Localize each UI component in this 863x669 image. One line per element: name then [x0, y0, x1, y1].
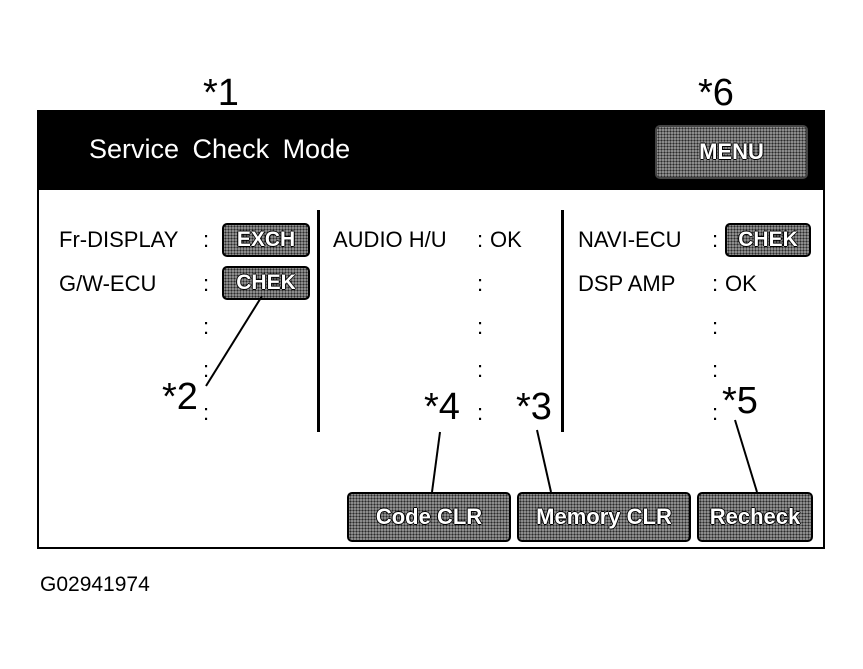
navi-ecu-label: NAVI-ECU	[578, 227, 682, 252]
middle-empty-colon: :	[477, 271, 484, 296]
code-clr-button[interactable]: Code CLR	[347, 492, 511, 542]
column-divider-right	[561, 210, 564, 432]
left-empty-colon: :	[203, 400, 210, 425]
dsp-amp-colon: :	[712, 271, 719, 296]
middle-empty-colon: :	[477, 357, 484, 382]
middle-empty-colon: :	[477, 314, 484, 339]
callout-2: *2	[162, 376, 198, 418]
audio-hu-status: OK	[490, 227, 522, 252]
service-check-screen: Service Check Mode MENU Fr-DISPLAY : EXC…	[37, 110, 825, 549]
callout-4: *4	[424, 386, 460, 428]
dsp-amp-status: OK	[725, 271, 757, 296]
right-empty-colon: :	[712, 357, 719, 382]
gw-ecu-label: G/W-ECU	[59, 271, 157, 296]
callout-6: *6	[698, 72, 734, 114]
callout-3: *3	[516, 386, 552, 428]
audio-hu-label: AUDIO H/U	[333, 227, 447, 252]
leader-line-5	[734, 419, 758, 493]
navi-ecu-colon: :	[712, 227, 719, 252]
leader-line-4	[431, 431, 441, 493]
right-empty-colon: :	[712, 314, 719, 339]
leader-line-2	[205, 295, 263, 387]
menu-button[interactable]: MENU	[655, 125, 808, 179]
audio-hu-colon: :	[477, 227, 484, 252]
fr-display-label: Fr-DISPLAY	[59, 227, 179, 252]
gw-ecu-status-button[interactable]: CHEK	[222, 266, 310, 300]
fr-display-status-button[interactable]: EXCH	[222, 223, 310, 257]
callout-5: *5	[722, 380, 758, 422]
fr-display-colon: :	[203, 227, 210, 252]
dsp-amp-label: DSP AMP	[578, 271, 676, 296]
callout-1: *1	[203, 72, 239, 114]
gw-ecu-colon: :	[203, 271, 210, 296]
navi-ecu-status-button[interactable]: CHEK	[725, 223, 811, 257]
page-title: Service Check Mode	[89, 134, 351, 164]
left-empty-colon: :	[203, 314, 210, 339]
recheck-button[interactable]: Recheck	[697, 492, 813, 542]
leader-line-3	[536, 429, 552, 493]
column-divider-left	[317, 210, 320, 432]
middle-empty-colon: :	[477, 400, 484, 425]
right-empty-colon: :	[712, 400, 719, 425]
left-empty-colon: :	[203, 357, 210, 382]
figure-code: G02941974	[40, 573, 150, 596]
header-bar: Service Check Mode MENU	[39, 112, 823, 190]
memory-clr-button[interactable]: Memory CLR	[517, 492, 691, 542]
